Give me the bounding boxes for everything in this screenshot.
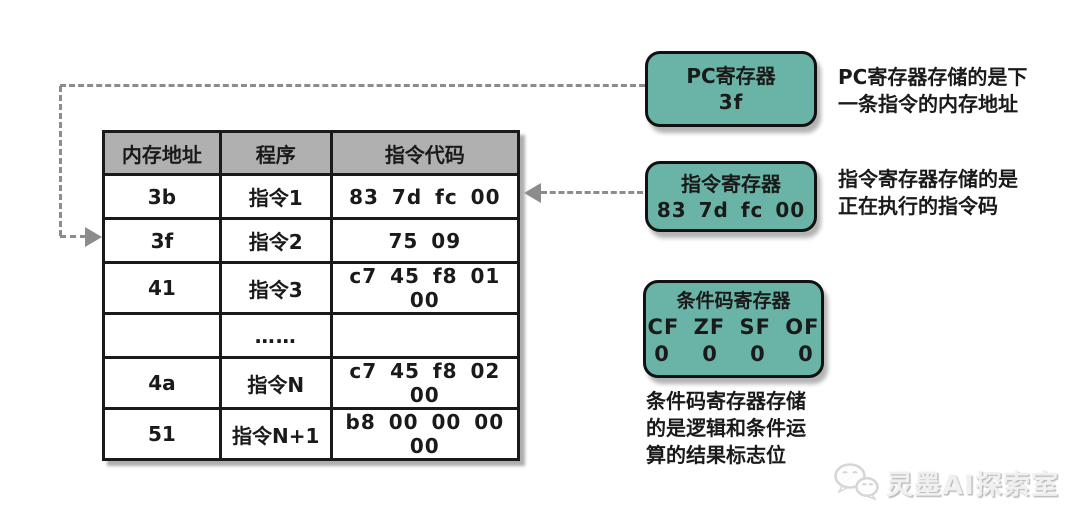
instruction-register-title: 指令寄存器 <box>681 171 781 196</box>
arrowhead-into-row-3f-icon <box>85 227 102 247</box>
cell-code: b8 00 00 00 00 <box>329 407 521 461</box>
pc-register-box: PC寄存器 3f <box>645 51 817 127</box>
condition-register-flag-values: 0 0 0 0 <box>654 342 813 367</box>
cell-code: 83 7d fc 00 <box>329 173 521 220</box>
memory-table-header-row: 内存地址 程序 指令代码 <box>102 130 521 176</box>
cell-address: 51 <box>102 407 222 461</box>
instruction-connector-line <box>541 191 643 194</box>
header-program: 程序 <box>218 130 333 176</box>
cell-code <box>329 312 521 359</box>
note-line: 正在执行的指令码 <box>838 194 998 218</box>
cell-address <box>102 312 222 359</box>
condition-code-register-box: 条件码寄存器 CF ZF SF OF 0 0 0 0 <box>643 280 824 378</box>
watermark-text: 灵墨AI探索室 <box>886 469 1059 501</box>
header-memory-address: 内存地址 <box>102 130 222 176</box>
cell-program: 指令2 <box>218 217 333 264</box>
instruction-register-box: 指令寄存器 83 7d fc 00 <box>645 161 817 232</box>
note-line: 条件码寄存器存储 <box>646 389 806 413</box>
note-line: 一条指令的内存地址 <box>838 92 1018 116</box>
cell-address: 3b <box>102 173 222 220</box>
table-row-41: 41 指令3 c7 45 f8 01 00 <box>102 261 521 315</box>
note-line: PC寄存器存储的是下 <box>838 65 1028 89</box>
cell-address: 3f <box>102 217 222 264</box>
cell-code: 75 09 <box>329 217 521 264</box>
cell-code: c7 45 f8 01 00 <box>329 261 521 315</box>
cell-program: 指令1 <box>218 173 333 220</box>
header-instruction-code: 指令代码 <box>329 130 521 176</box>
condition-register-flags: CF ZF SF OF <box>647 315 820 340</box>
pc-register-note: PC寄存器存储的是下 一条指令的内存地址 <box>838 64 1027 118</box>
condition-register-title: 条件码寄存器 <box>676 290 791 313</box>
note-line: 算的结果标志位 <box>646 443 786 467</box>
watermark: 灵墨AI探索室 <box>832 462 1059 502</box>
condition-register-note: 条件码寄存器存储 的是逻辑和条件运 算的结果标志位 <box>646 388 806 469</box>
pc-connector-elbow-line <box>60 235 86 238</box>
instruction-register-note: 指令寄存器存储的是 正在执行的指令码 <box>838 166 1018 220</box>
cell-address: 41 <box>102 261 222 315</box>
wechat-icon <box>834 463 879 501</box>
note-line: 的是逻辑和条件运 <box>646 416 806 440</box>
pc-register-value: 3f <box>718 90 744 114</box>
cell-program: 指令3 <box>218 261 333 315</box>
cell-program: …… <box>218 312 333 359</box>
table-row-4a: 4a 指令N c7 45 f8 02 00 <box>102 356 521 410</box>
arrowhead-into-row-3b-icon <box>524 183 541 203</box>
cell-program: 指令N <box>218 356 333 410</box>
cell-code: c7 45 f8 02 00 <box>329 356 521 410</box>
memory-table: 内存地址 程序 指令代码 3b 指令1 83 7d fc 00 3f 指令2 7… <box>102 130 521 461</box>
table-row-3b: 3b 指令1 83 7d fc 00 <box>102 173 521 220</box>
pc-connector-horizontal-line <box>60 84 645 87</box>
note-line: 指令寄存器存储的是 <box>838 167 1018 191</box>
cell-program: 指令N+1 <box>218 407 333 461</box>
pc-register-title: PC寄存器 <box>686 64 776 88</box>
table-row-3f: 3f 指令2 75 09 <box>102 217 521 264</box>
table-row-51: 51 指令N+1 b8 00 00 00 00 <box>102 407 521 461</box>
table-row-ellipsis: …… <box>102 312 521 359</box>
pc-connector-vertical-line <box>59 86 62 236</box>
cell-address: 4a <box>102 356 222 410</box>
instruction-register-value: 83 7d fc 00 <box>656 197 806 222</box>
